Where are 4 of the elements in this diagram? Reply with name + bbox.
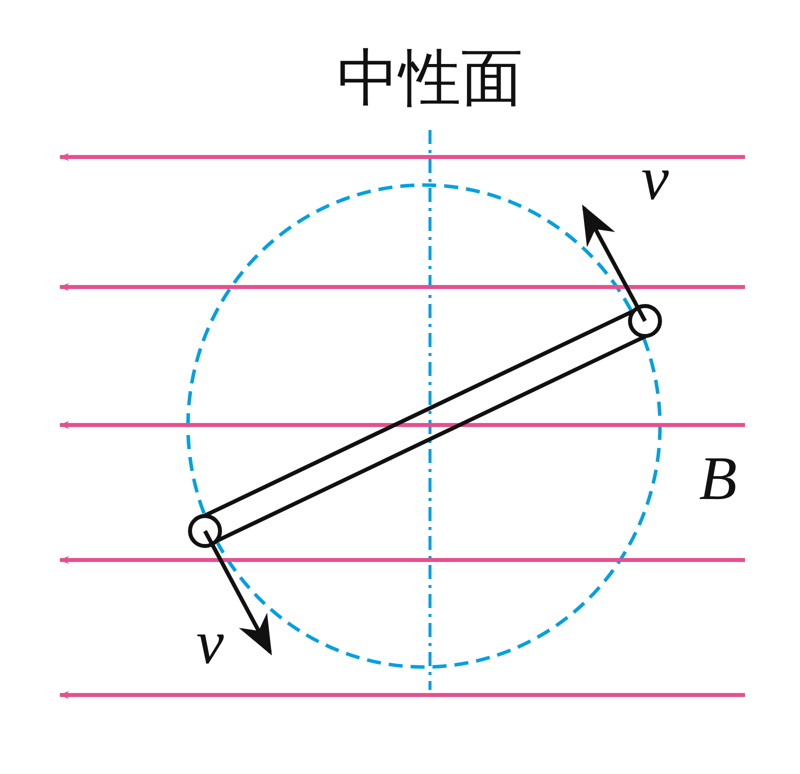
plane-label: 中性面 xyxy=(337,48,523,110)
velocity-label: v xyxy=(196,612,224,674)
velocity-label: v xyxy=(641,148,669,210)
field-label: B xyxy=(699,448,737,510)
